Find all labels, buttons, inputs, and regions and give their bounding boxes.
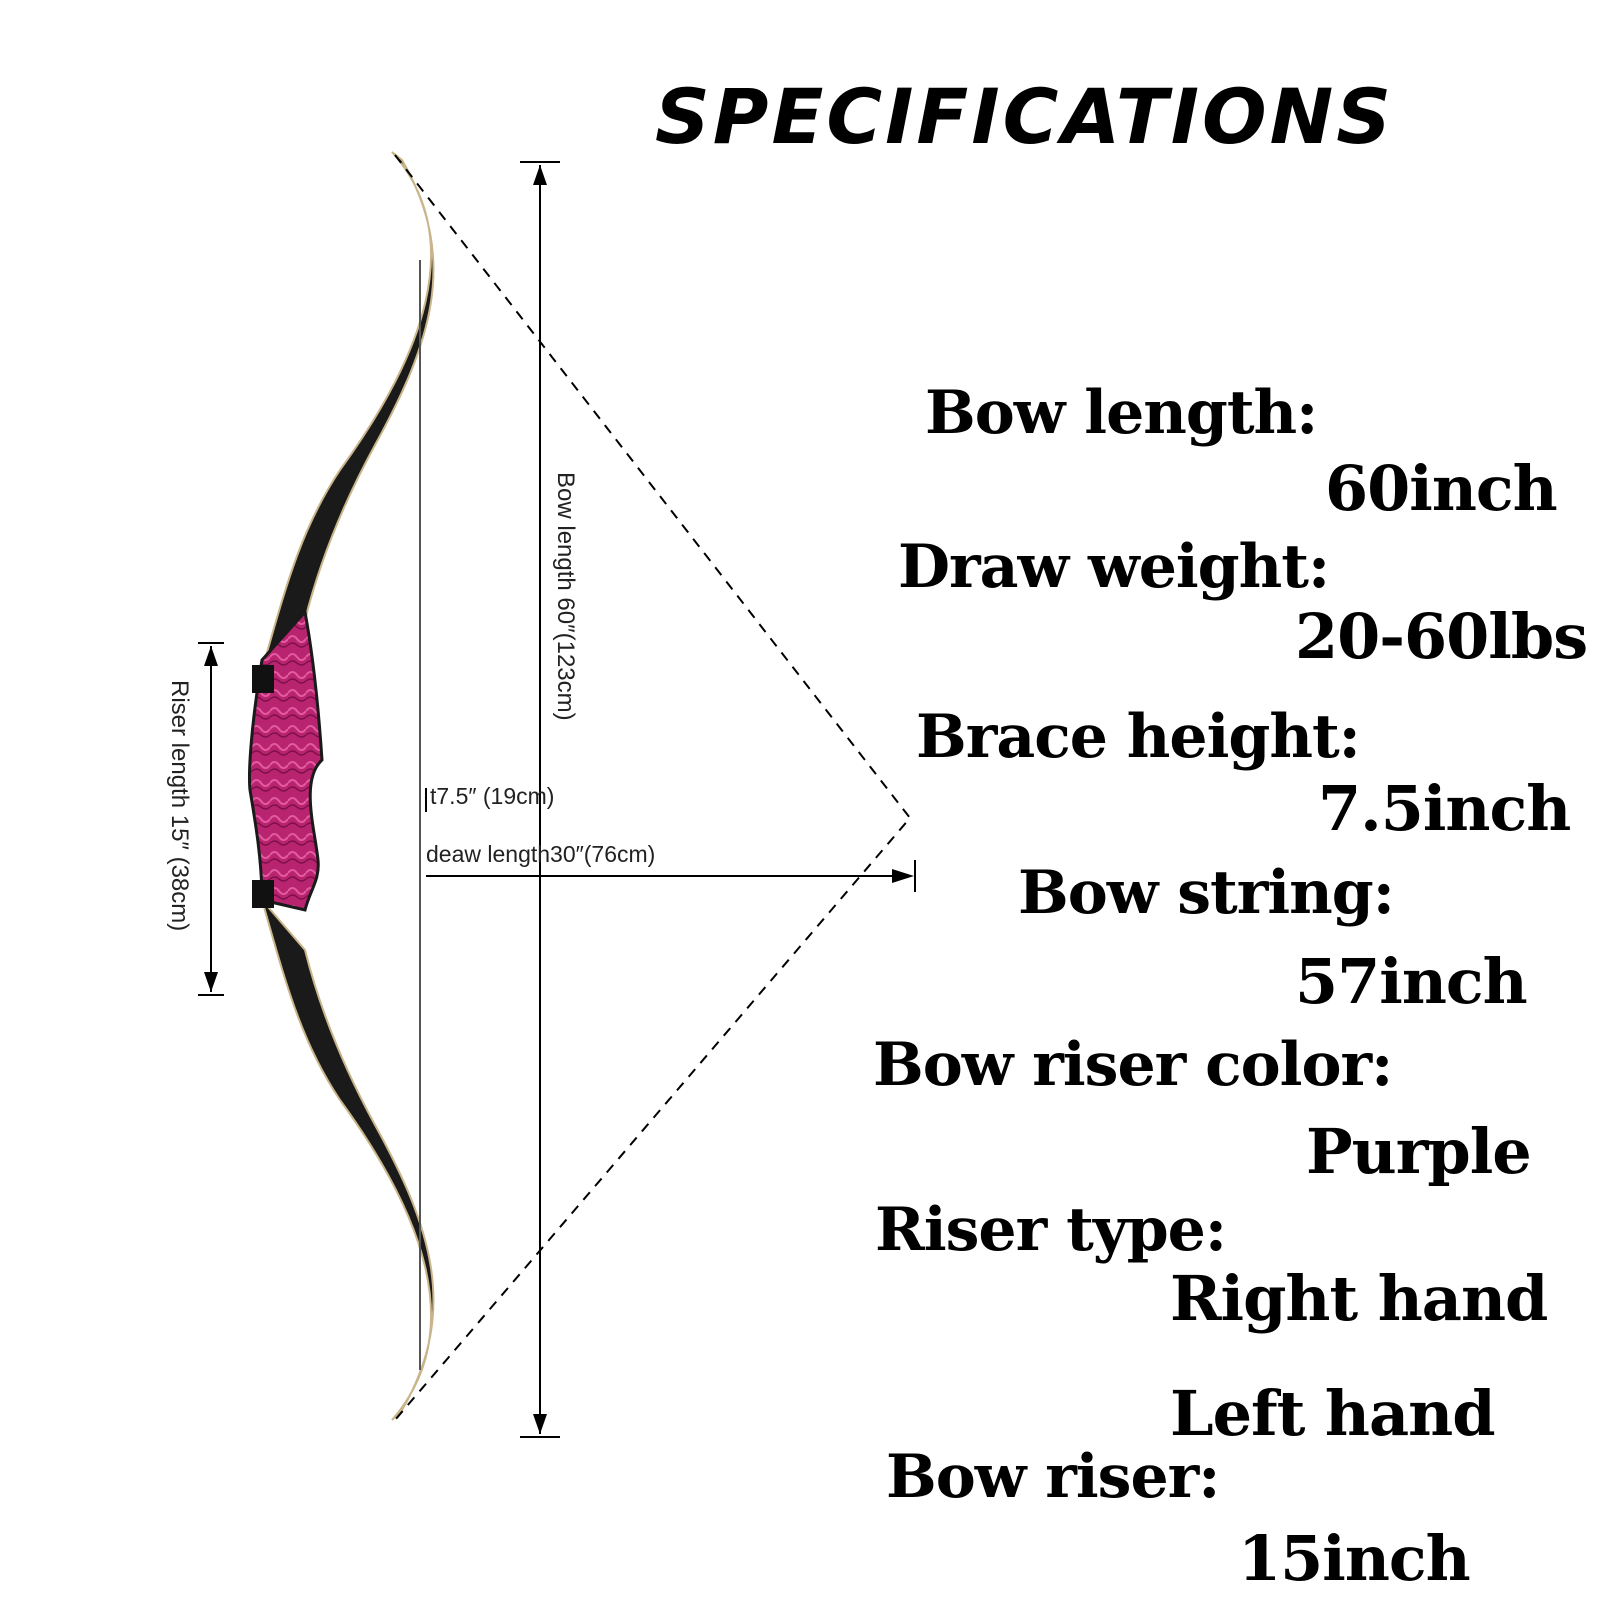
upper-limb-bolt xyxy=(252,665,274,693)
spec-label-riser-type: Riser type: xyxy=(875,1195,1227,1265)
spec-label-bow-riser: Bow riser: xyxy=(886,1442,1220,1512)
riser-length-label: Riser length 15″ (38cm) xyxy=(166,680,193,931)
bow-length-dimension xyxy=(520,161,560,1438)
spec-label-bow-string: Bow string: xyxy=(1018,858,1395,928)
riser-length-dimension xyxy=(198,642,224,996)
bow-length-label: Bow length 60″(123cm) xyxy=(552,472,579,721)
spec-label-draw-weight: Draw weight: xyxy=(898,532,1330,602)
spec-value-bow-length: 60inch xyxy=(1325,452,1558,525)
spec-value-riser-type-left: Left hand xyxy=(1170,1377,1496,1450)
spec-value-bow-riser: 15inch xyxy=(1238,1522,1471,1595)
spec-label-bow-length: Bow length: xyxy=(925,378,1318,448)
lower-limb xyxy=(261,899,435,1421)
lower-limb-bolt xyxy=(252,880,274,908)
spec-value-riser-type-right: Right hand xyxy=(1170,1262,1548,1335)
riser xyxy=(248,608,324,912)
page-title: SPECIFICATIONS xyxy=(655,72,1394,161)
spec-value-riser-color: Purple xyxy=(1306,1115,1532,1188)
brace-height-label: t7.5″ (19cm) xyxy=(430,783,554,809)
upper-limb xyxy=(261,151,435,671)
spec-value-bow-string: 57inch xyxy=(1295,945,1528,1018)
spec-label-riser-color: Bow riser color: xyxy=(873,1030,1393,1100)
spec-value-draw-weight: 20-60lbs xyxy=(1295,600,1588,673)
spec-label-brace-height: Brace height: xyxy=(916,702,1361,772)
draw-length-label: deaw length30″(76cm) xyxy=(426,841,655,867)
spec-value-brace-height: 7.5inch xyxy=(1318,772,1571,845)
dashed-triangle xyxy=(394,154,912,1421)
